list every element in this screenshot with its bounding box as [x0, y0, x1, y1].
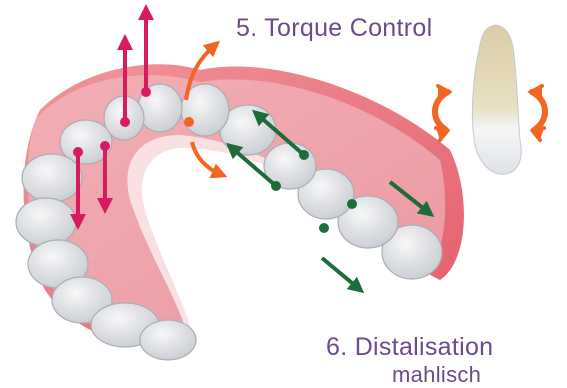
rotate-right-icon	[531, 86, 545, 140]
cut-off-label: mahlisch	[392, 362, 481, 388]
torque-dot	[184, 117, 194, 127]
tooth	[140, 320, 196, 360]
single-tooth-illustration	[472, 25, 521, 174]
illustration	[0, 0, 567, 369]
torque-control-label: 5. Torque Control	[236, 14, 432, 43]
tooth	[22, 154, 82, 202]
tooth	[16, 198, 76, 246]
distalisation-label: 6. Distalisation	[326, 333, 493, 362]
rotate-left-icon	[435, 86, 449, 140]
tooth-shape	[472, 25, 521, 174]
dental-arch-illustration	[16, 64, 464, 360]
